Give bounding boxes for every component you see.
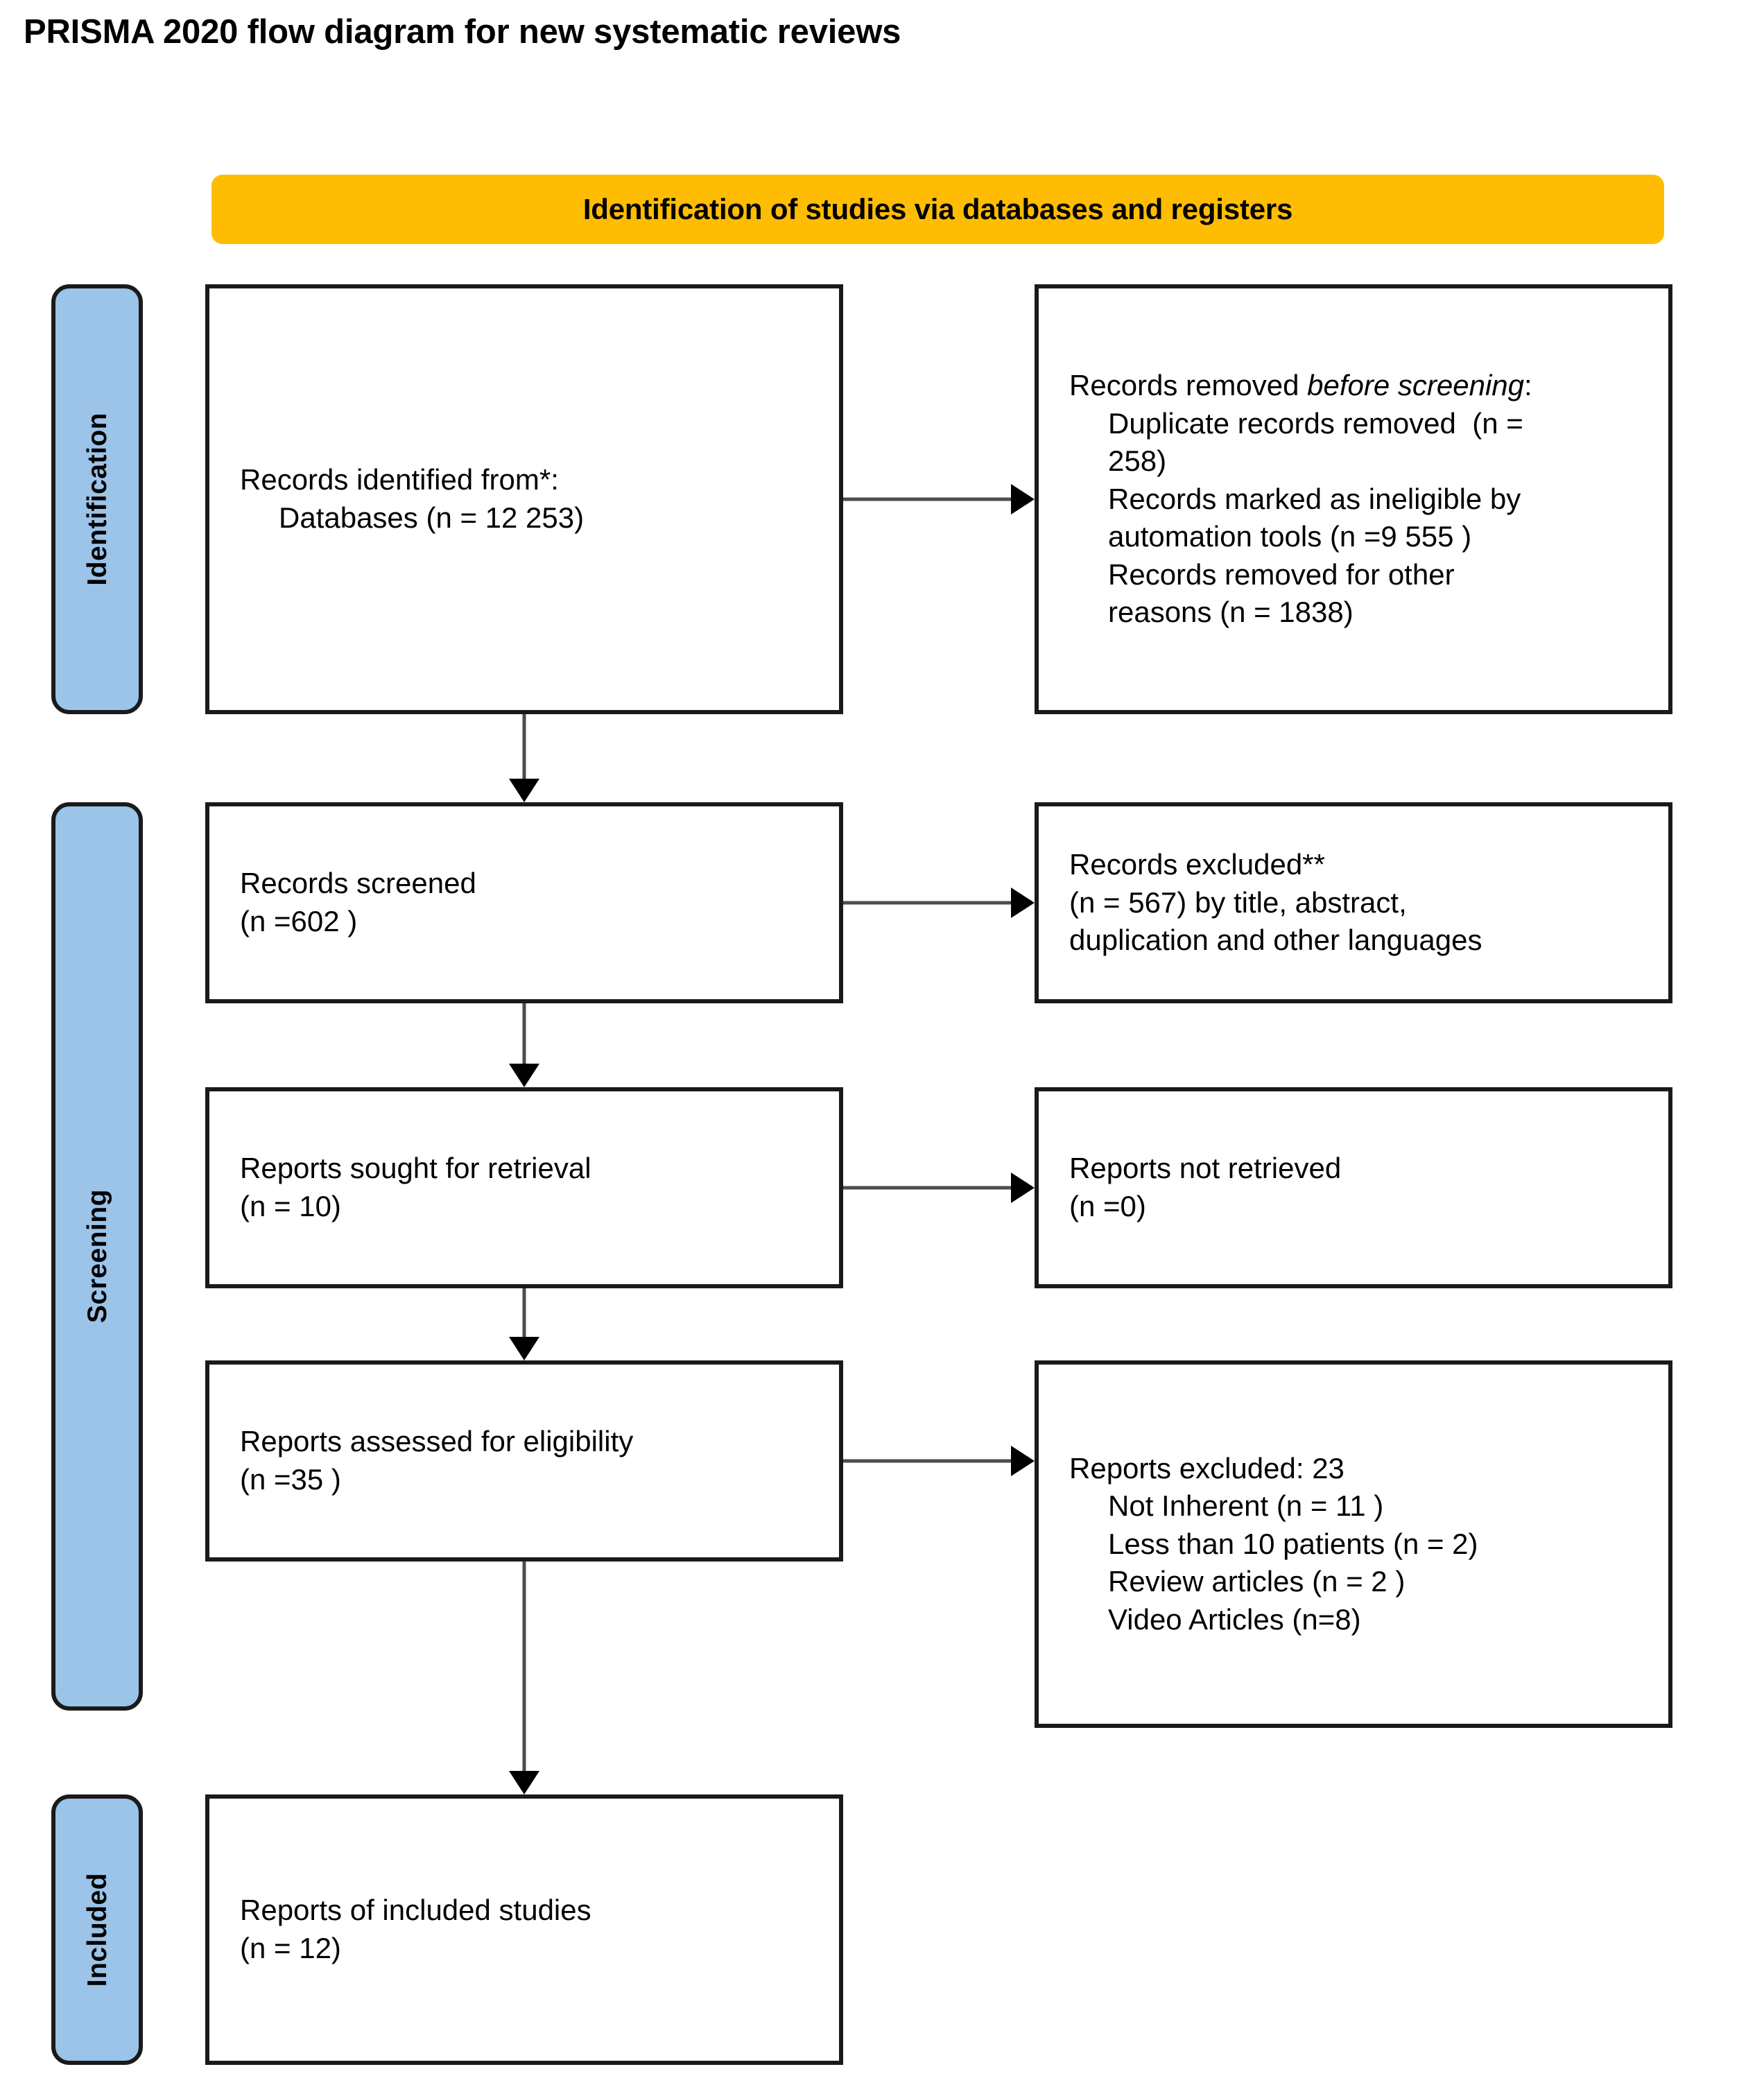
arrow-shaft <box>522 1003 526 1066</box>
records-screened-line-1: Records screened <box>240 867 476 900</box>
reports-excluded-line-3: Less than 10 patients (n = 2) <box>1108 1527 1478 1560</box>
stage-bar-identification: Identification <box>51 284 143 714</box>
box-records-excluded: Records excluded** (n = 567) by title, a… <box>1035 802 1672 1003</box>
banner-identification-text: Identification of studies via databases … <box>582 193 1293 225</box>
arrow-shaft <box>843 1459 1014 1463</box>
reports-excluded-line-4: Review articles (n = 2 ) <box>1108 1565 1406 1598</box>
banner-identification: Identification of studies via databases … <box>211 175 1664 244</box>
box-reports-assessed: Reports assessed for eligibility (n =35 … <box>205 1360 843 1561</box>
reports-not-retrieved-line-1: Reports not retrieved <box>1069 1152 1342 1185</box>
box-records-identified: Records identified from*: Databases (n =… <box>205 284 843 714</box>
arrow-screened-to-excluded <box>843 887 1035 919</box>
records-removed-line-1-prefix: Records removed <box>1069 368 1308 401</box>
records-removed-line-5: automation tools (n =9 555 ) <box>1108 520 1472 553</box>
reports-sought-line-2: (n = 10) <box>240 1190 341 1222</box>
records-removed-line-1: Records removed before screening: <box>1069 367 1638 405</box>
box-reports-excluded: Reports excluded: 23 Not Inherent (n = 1… <box>1035 1360 1672 1728</box>
arrow-head-down-icon <box>509 1064 539 1087</box>
arrow-head-down-icon <box>509 1771 539 1794</box>
arrow-shaft <box>843 1186 1014 1190</box>
stage-label-included: Included <box>82 1872 112 1987</box>
reports-sought-line-1: Reports sought for retrieval <box>240 1152 591 1185</box>
stage-bar-included: Included <box>51 1794 143 2065</box>
records-identified-line-1: Records identified from*: <box>240 463 559 496</box>
records-excluded-line-1: Records excluded** <box>1069 848 1325 881</box>
records-screened-line-2: (n =602 ) <box>240 905 358 937</box>
arrow-assessed-to-included <box>508 1561 540 1794</box>
records-excluded-line-3: duplication and other languages <box>1069 924 1482 957</box>
arrow-head-right-icon <box>1011 1446 1035 1476</box>
reports-excluded-line-2: Not Inherent (n = 11 ) <box>1108 1489 1384 1523</box>
arrow-assessed-to-excluded <box>843 1445 1035 1477</box>
reports-excluded-line-5: Video Articles (n=8) <box>1108 1602 1361 1636</box>
records-removed-line-1-suffix: : <box>1524 368 1532 401</box>
records-removed-line-1-emphasis: before screening <box>1307 368 1525 401</box>
arrow-head-down-icon <box>509 1337 539 1360</box>
box-records-removed: Records removed before screening: Duplic… <box>1035 284 1672 714</box>
arrow-identified-to-screened <box>508 714 540 802</box>
box-reports-not-retrieved: Reports not retrieved (n =0) <box>1035 1087 1672 1288</box>
reports-assessed-line-2: (n =35 ) <box>240 1463 341 1496</box>
records-identified-line-2: Databases (n = 12 253) <box>279 501 585 534</box>
arrow-head-right-icon <box>1011 1173 1035 1203</box>
arrow-shaft <box>522 714 526 781</box>
arrow-shaft <box>843 901 1014 905</box>
box-reports-sought: Reports sought for retrieval (n = 10) <box>205 1087 843 1288</box>
reports-included-line-1: Reports of included studies <box>240 1894 591 1927</box>
stage-label-screening: Screening <box>82 1189 112 1324</box>
arrow-head-down-icon <box>509 779 539 802</box>
reports-not-retrieved-line-2: (n =0) <box>1069 1190 1146 1222</box>
records-removed-line-6: Records removed for other <box>1108 557 1455 591</box>
records-removed-line-7: reasons (n = 1838) <box>1108 596 1354 629</box>
arrow-sought-to-not-retrieved <box>843 1172 1035 1204</box>
reports-excluded-line-1: Reports excluded: 23 <box>1069 1451 1344 1485</box>
reports-assessed-line-1: Reports assessed for eligibility <box>240 1425 634 1458</box>
arrow-shaft <box>522 1288 526 1340</box>
records-removed-line-4: Records marked as ineligible by <box>1108 482 1521 515</box>
records-removed-line-2: Duplicate records removed (n = <box>1108 406 1523 440</box>
stage-label-identification: Identification <box>82 413 112 586</box>
reports-included-line-2: (n = 12) <box>240 1932 341 1964</box>
arrow-shaft <box>843 497 1014 501</box>
records-removed-line-3: 258) <box>1108 444 1167 478</box>
arrow-identified-to-removed <box>843 483 1035 515</box>
arrow-head-right-icon <box>1011 888 1035 918</box>
stage-bar-screening: Screening <box>51 802 143 1711</box>
arrow-screened-to-sought <box>508 1003 540 1087</box>
arrow-shaft <box>522 1561 526 1774</box>
page-title: PRISMA 2020 flow diagram for new systema… <box>24 13 901 51</box>
arrow-sought-to-assessed <box>508 1288 540 1360</box>
records-excluded-line-2: (n = 567) by title, abstract, <box>1069 885 1407 919</box>
box-records-screened: Records screened (n =602 ) <box>205 802 843 1003</box>
arrow-head-right-icon <box>1011 484 1035 514</box>
box-reports-included: Reports of included studies (n = 12) <box>205 1794 843 2065</box>
